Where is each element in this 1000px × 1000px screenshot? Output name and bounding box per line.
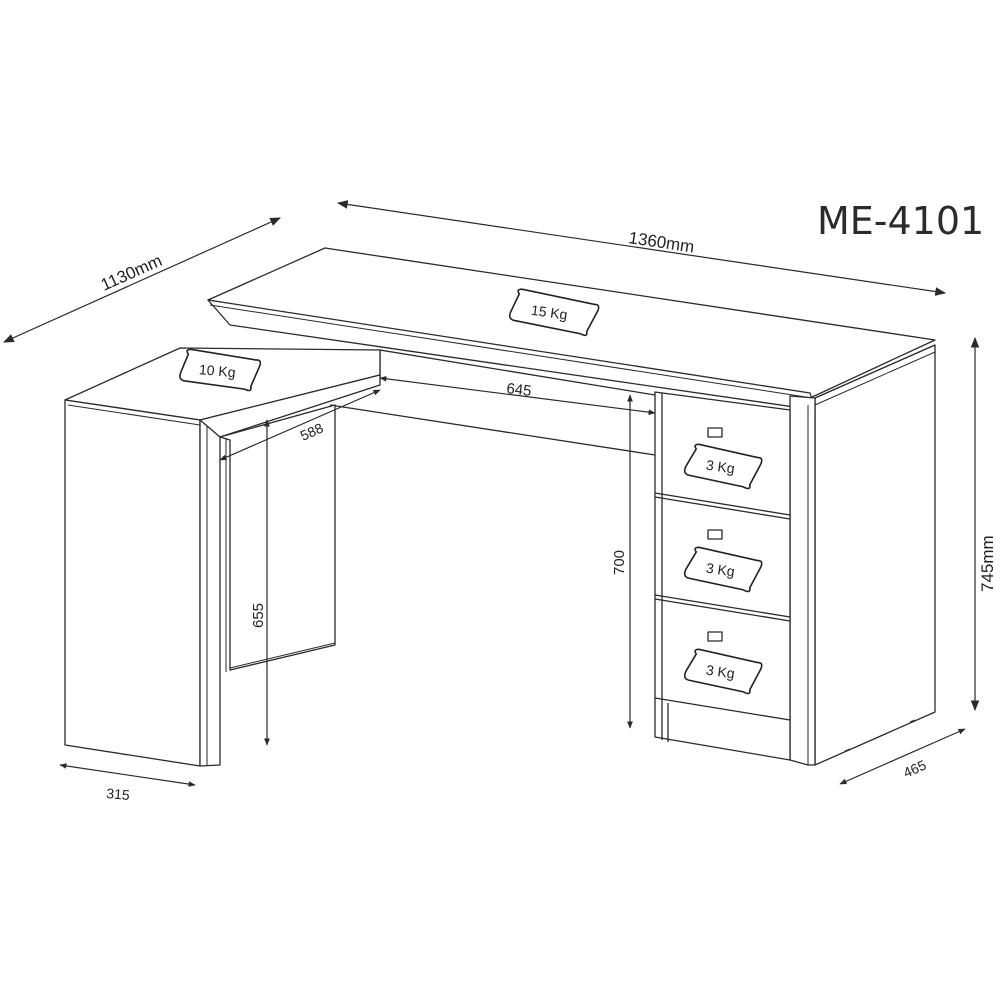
dim-inner-main-label: 645 [506, 380, 533, 400]
dim-width-label: 1360mm [627, 228, 695, 256]
dim-height-label: 745mm [978, 535, 997, 592]
model-title: ME-4101 [817, 199, 984, 243]
weight-tag-main-top: 15 Kg [508, 288, 600, 337]
drawer-2-handle-icon [707, 529, 723, 540]
drawer-3-handle-icon [707, 631, 723, 642]
weight-tag-drawer-1: 3 Kg [683, 443, 763, 490]
drawer-1-handle-icon [707, 427, 723, 438]
dim-depth-label: 1130mm [98, 251, 165, 295]
load-tags: 15 Kg 10 Kg 3 Kg 3 Kg 3 Kg [179, 288, 763, 695]
dim-depth-arrow [3, 217, 281, 343]
weight-tag-side-top: 10 Kg [179, 348, 262, 392]
dim-side-width-arrow [59, 763, 196, 787]
dim-side-width-label: 315 [106, 785, 131, 803]
side-edge-strip [199, 419, 221, 767]
dim-drawer-depth-label: 465 [901, 757, 929, 781]
svg-text:3 Kg: 3 Kg [705, 457, 736, 477]
weight-tag-drawer-2: 3 Kg [683, 546, 763, 593]
dim-knee-main-label: 700 [611, 550, 628, 575]
dim-drawer-depth-arrow [839, 728, 966, 785]
dim-inner-main-arrow [379, 375, 656, 416]
side-front-panel [64, 399, 201, 767]
main-front-right-post [789, 395, 816, 766]
svg-text:10 Kg: 10 Kg [198, 361, 236, 380]
svg-text:3 Kg: 3 Kg [705, 560, 736, 580]
dim-inner-side-arrow [219, 389, 381, 461]
svg-text:3 Kg: 3 Kg [705, 662, 736, 682]
dim-width-arrow [336, 200, 947, 296]
side-inner-panel [219, 404, 336, 671]
weight-tag-drawer-3: 3 Kg [683, 648, 763, 695]
main-right-side-panel [814, 344, 936, 766]
dim-knee-side-label: 655 [250, 603, 267, 628]
svg-text:15 Kg: 15 Kg [530, 302, 568, 323]
